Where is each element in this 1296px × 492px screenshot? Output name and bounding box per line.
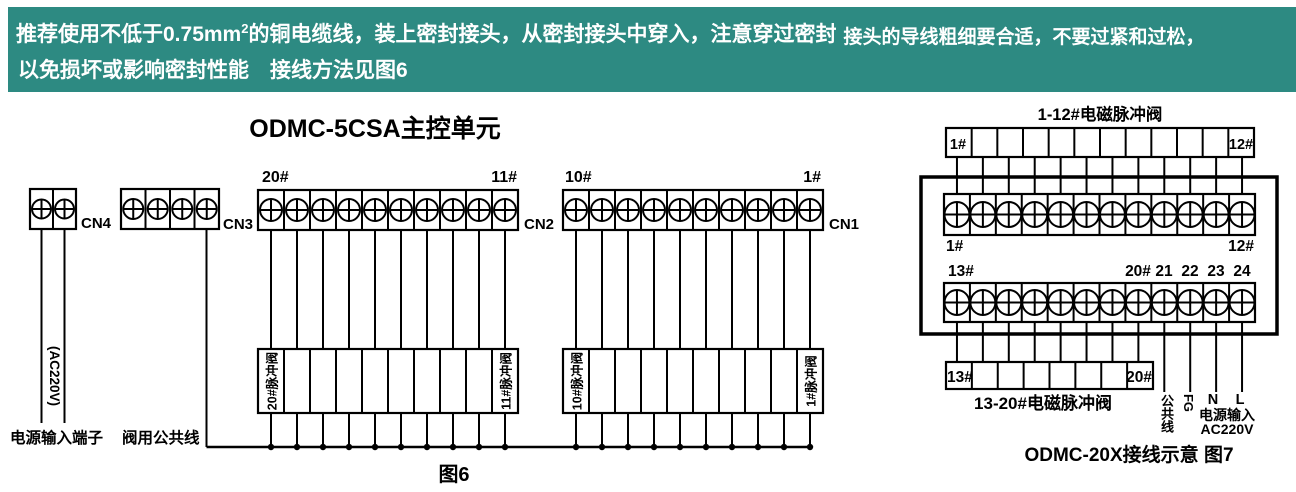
fig7-caption: ODMC-20X接线示意 图7 — [1024, 443, 1233, 466]
junction-dot — [397, 443, 405, 451]
notice-line1-text: 推荐使用不低于0.75mm — [16, 23, 242, 46]
fig7-bottom-strip-last: 20# — [1126, 369, 1152, 386]
cn4-label: CN4 — [81, 215, 112, 232]
valve-20-label: 20#脉冲阀 — [265, 352, 280, 410]
fig7-bottom-strip-first: 13# — [947, 369, 973, 386]
junction-dot — [371, 443, 379, 451]
notice-line1-text2: 的铜电缆线，装上密封接头，从密封接头中穿入，注意穿过密封 — [248, 23, 837, 46]
cn2-first-terminal-number: 20# — [262, 169, 289, 186]
junction-dot — [598, 443, 606, 451]
junction-dot — [624, 443, 632, 451]
common-wire-label: 公共线 — [1159, 394, 1174, 433]
ac220v-wire-label: (AC220V) — [47, 346, 62, 406]
fig7-row2-left-number: 13# — [948, 263, 974, 280]
valve-common-line-label: 阀用公共线 — [122, 428, 200, 447]
junction-dot — [267, 443, 275, 451]
cn2-last-terminal-number: 11# — [491, 169, 517, 186]
odmc20x-enclosure — [919, 175, 1279, 336]
superscript-2: 2 — [241, 21, 249, 36]
valve-10-label: 10#脉冲阀 — [570, 352, 585, 410]
notice-banner: 推荐使用不低于0.75mm2的铜电缆线，装上密封接头，从密封接头中穿入，注意穿过… — [8, 7, 1296, 92]
fig7-row2-number-23: 23 — [1207, 263, 1225, 280]
fig7-row2-number-24: 24 — [1233, 263, 1251, 280]
cn2-label: CN2 — [524, 216, 554, 233]
junction-dot — [319, 443, 327, 451]
power-input-terminal-label: 电源输入端子 — [10, 428, 104, 447]
junction-dot — [650, 443, 658, 451]
junction-dot — [423, 443, 431, 451]
cn1-first-terminal-number: 10# — [565, 169, 592, 186]
junction-dot — [754, 443, 762, 451]
fig7-row1-right-number: 12# — [1228, 238, 1254, 255]
fig6-caption: 图6 — [438, 463, 469, 486]
cn3-label: CN3 — [223, 216, 253, 233]
fg-wire-label: FG — [1181, 394, 1196, 412]
diagram-geometry — [28, 126, 1279, 451]
power-input-label: 电源输入 — [1199, 407, 1255, 423]
valve-1-label: 1#脉冲阀 — [804, 355, 819, 406]
cn1-label: CN1 — [829, 216, 859, 233]
junction-dot — [475, 443, 483, 451]
fig7-row2-number-22: 22 — [1181, 263, 1198, 280]
junction-dot — [293, 443, 301, 451]
junction-dot — [702, 443, 710, 451]
junction-dot — [572, 443, 580, 451]
junction-dot — [780, 443, 788, 451]
notice-line1: 推荐使用不低于0.75mm2的铜电缆线，装上密封接头，从密封接头中穿入，注意穿过… — [16, 18, 1204, 49]
fig7-row2-number-20: 20# — [1125, 263, 1151, 280]
fig7-row1-left-number: 1# — [946, 238, 964, 255]
fig7-top-strip-first: 1# — [950, 137, 966, 153]
notice-line1-tail: 接头的导线粗细要合适，不要过紧和过松， — [843, 27, 1205, 48]
junction-dot — [449, 443, 457, 451]
fig7-row2-number-21: 21 — [1155, 263, 1173, 280]
fig7-bottom-title: 13-20#电磁脉冲阀 — [974, 393, 1112, 413]
cn1-last-terminal-number: 1# — [803, 169, 821, 186]
junction-dot — [501, 443, 509, 451]
junction-dot — [676, 443, 684, 451]
ac220v-label: AC220V — [1201, 421, 1255, 437]
junction-dot — [728, 443, 736, 451]
junction-dot — [806, 443, 814, 451]
notice-line2: 以免损坏或影响密封性能 接线方法见图6 — [18, 59, 408, 82]
fig7-top-strip-last: 12# — [1229, 137, 1253, 153]
fig7-top-title: 1-12#电磁脉冲阀 — [1038, 104, 1163, 124]
valve-11-label: 11#脉冲阀 — [499, 352, 514, 410]
live-wire-label: L — [1236, 392, 1245, 408]
junction-dot — [345, 443, 353, 451]
fig6-title: ODMC-5CSA主控单元 — [249, 115, 500, 143]
neutral-wire-label: N — [1208, 392, 1218, 408]
